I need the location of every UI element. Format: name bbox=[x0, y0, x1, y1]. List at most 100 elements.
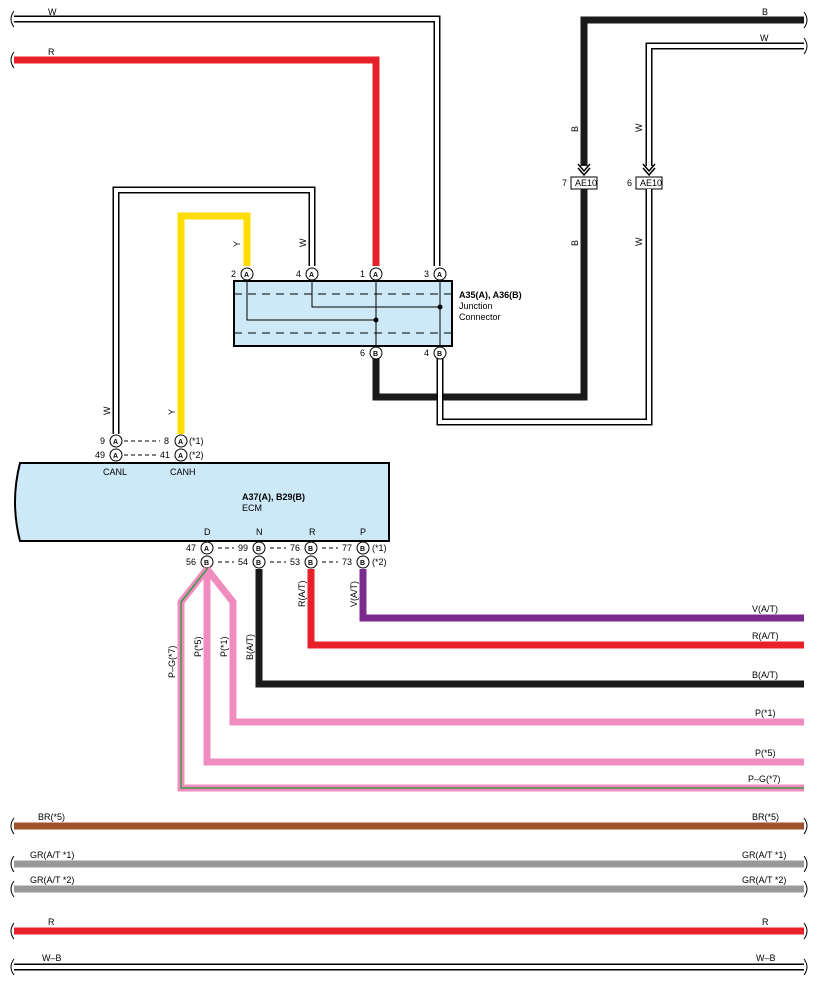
svg-text:(*1): (*1) bbox=[372, 543, 387, 553]
junction-pin-2: A 2 bbox=[231, 267, 254, 281]
wire-label-p-5-vert: P(*5) bbox=[193, 636, 203, 657]
wire-label-v-at-right: V(A/T) bbox=[752, 604, 778, 614]
svg-text:B: B bbox=[256, 560, 261, 567]
svg-text:B: B bbox=[373, 351, 378, 358]
svg-text:GR(A/T *1): GR(A/T *1) bbox=[742, 850, 786, 860]
wire-p-1 bbox=[204, 566, 804, 726]
svg-text:R: R bbox=[762, 917, 769, 927]
ecm-box bbox=[14, 462, 390, 542]
chevron-down-icon bbox=[577, 163, 591, 177]
svg-text:B: B bbox=[360, 546, 365, 553]
connector-ae10-right-pin: 6 bbox=[627, 178, 632, 188]
wire-r-bottom: R R bbox=[10, 917, 808, 940]
wire-b-right bbox=[580, 16, 804, 166]
wire-label-w-up: W bbox=[634, 123, 644, 132]
svg-text:W–B: W–B bbox=[756, 953, 776, 963]
wire-label-p-1-right: P(*1) bbox=[755, 708, 776, 718]
svg-text:77: 77 bbox=[342, 543, 352, 553]
svg-text:54: 54 bbox=[238, 557, 248, 567]
wire-gr-at-1: GR(A/T *1) GR(A/T *1) bbox=[10, 850, 808, 873]
junction-pin-6b: B 6 bbox=[360, 346, 383, 360]
connector-ae10-right-name: AE10 bbox=[640, 178, 662, 188]
wire-label-p-5-right: P(*5) bbox=[755, 748, 776, 758]
wire-label-b-at-vert: B(A/T) bbox=[245, 634, 255, 660]
svg-text:4: 4 bbox=[296, 269, 301, 279]
connector-ae10-left-pin: 7 bbox=[562, 178, 567, 188]
wire-p-g-7 bbox=[177, 566, 804, 792]
connector-ae10-left-name: AE10 bbox=[575, 178, 597, 188]
wire-label-p-g-7-vert: P–G(*7) bbox=[167, 645, 177, 678]
svg-text:A: A bbox=[113, 439, 118, 446]
ecm-can-row-1: A 9 8 A (*1) bbox=[100, 434, 204, 448]
junction-pin-1: A 1 bbox=[360, 267, 383, 281]
ecm-pin-row-2: 56 B 54 B 53 B 73 B (*2) bbox=[186, 555, 387, 569]
svg-text:A: A bbox=[204, 546, 209, 553]
svg-text:9: 9 bbox=[100, 436, 105, 446]
svg-text:53: 53 bbox=[290, 557, 300, 567]
svg-text:GR(A/T *2): GR(A/T *2) bbox=[742, 875, 786, 885]
wire-label-b-at-right: B(A/T) bbox=[752, 670, 778, 680]
wire-p-5 bbox=[203, 569, 804, 766]
ecm-canh-label: CANH bbox=[170, 467, 196, 477]
svg-text:(*1): (*1) bbox=[189, 436, 204, 446]
chevron-down-icon bbox=[642, 163, 656, 177]
svg-text:49: 49 bbox=[95, 450, 105, 460]
wire-w-b: W–B W–B bbox=[10, 953, 808, 976]
svg-text:B: B bbox=[204, 560, 209, 567]
svg-text:W–B: W–B bbox=[42, 953, 62, 963]
svg-text:56: 56 bbox=[186, 557, 196, 567]
wire-label-w-junction4: W bbox=[298, 238, 308, 247]
ecm-term-d: D bbox=[204, 527, 211, 537]
wire-br-5: BR(*5) BR(*5) bbox=[10, 812, 808, 835]
svg-text:A: A bbox=[244, 272, 249, 279]
svg-text:41: 41 bbox=[160, 450, 170, 460]
wire-label-b-up: B bbox=[570, 126, 580, 132]
svg-text:A: A bbox=[178, 453, 183, 460]
junction-line2: Junction bbox=[459, 301, 493, 311]
ecm-term-p: P bbox=[360, 527, 366, 537]
wire-b-junction bbox=[372, 189, 588, 401]
svg-text:A: A bbox=[178, 439, 183, 446]
junction-pin-4b: B 4 bbox=[424, 346, 447, 360]
svg-text:R: R bbox=[48, 917, 55, 927]
wire-break-icon bbox=[10, 51, 15, 69]
wire-label-can-w: W bbox=[102, 406, 112, 415]
svg-text:A: A bbox=[437, 272, 442, 279]
ecm-pin-row-1: 47 A 99 B 76 B 77 B (*1) bbox=[186, 541, 387, 555]
wire-label-b-right: B bbox=[762, 7, 768, 17]
svg-text:B: B bbox=[308, 546, 313, 553]
wire-break-icon bbox=[803, 11, 808, 29]
junction-title: A35(A), A36(B) bbox=[459, 290, 522, 300]
wire-label-p-1-vert: P(*1) bbox=[219, 636, 229, 657]
ecm-name: ECM bbox=[242, 503, 262, 513]
ecm-can-row-2: A 49 41 A (*2) bbox=[95, 448, 204, 462]
wire-label-r-top: R bbox=[48, 47, 55, 57]
wire-label-can-y: Y bbox=[167, 409, 177, 415]
wire-r-top bbox=[14, 56, 380, 266]
svg-text:BR(*5): BR(*5) bbox=[38, 812, 65, 822]
wire-label-r-at-right: R(A/T) bbox=[752, 631, 779, 641]
svg-text:3: 3 bbox=[424, 269, 429, 279]
wire-w-right bbox=[645, 42, 804, 166]
wire-can-y bbox=[177, 212, 251, 434]
ecm-title: A37(A), B29(B) bbox=[242, 492, 305, 502]
svg-text:6: 6 bbox=[360, 348, 365, 358]
svg-text:73: 73 bbox=[342, 557, 352, 567]
svg-text:A: A bbox=[373, 272, 378, 279]
wire-label-p-g-7-right: P–G(*7) bbox=[748, 774, 781, 784]
wire-label-w-top: W bbox=[48, 7, 57, 17]
wire-break-icon bbox=[803, 37, 808, 55]
svg-text:1: 1 bbox=[360, 269, 365, 279]
svg-text:99: 99 bbox=[238, 543, 248, 553]
junction-connector-box bbox=[233, 280, 453, 347]
svg-text:B: B bbox=[360, 560, 365, 567]
wire-gr-at-2: GR(A/T *2) GR(A/T *2) bbox=[10, 875, 808, 898]
ecm-canl-label: CANL bbox=[103, 467, 127, 477]
svg-text:B: B bbox=[437, 351, 442, 358]
junction-pin-3: A 3 bbox=[424, 267, 447, 281]
svg-text:(*2): (*2) bbox=[372, 557, 387, 567]
svg-text:8: 8 bbox=[164, 436, 169, 446]
wire-label-w-right: W bbox=[760, 33, 769, 43]
svg-text:76: 76 bbox=[290, 543, 300, 553]
